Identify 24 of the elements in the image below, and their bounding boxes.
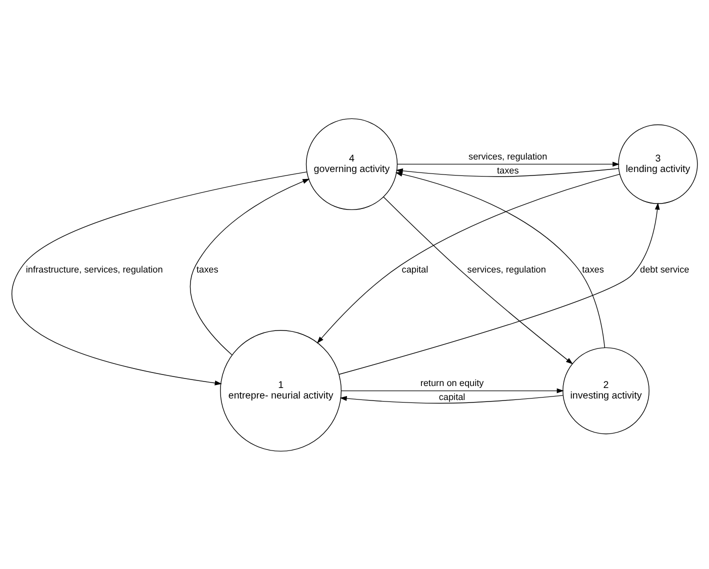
node-circle: 3 lending activity (618, 124, 698, 204)
edge-label: taxes (196, 264, 218, 274)
edge-label: services, regulation (467, 264, 546, 274)
arrow (395, 171, 606, 348)
arrow (12, 171, 308, 385)
edge-label: debt service (640, 264, 690, 274)
arrow (190, 178, 310, 355)
edge-label: capital (438, 392, 466, 402)
edge-label: services, regulation (468, 151, 548, 162)
edge-label: taxes (496, 165, 519, 176)
edge-label: capital (402, 264, 428, 274)
edge-label: infrastructure, services, regulation (26, 264, 163, 274)
node-circle: 2 investing activity (562, 346, 650, 434)
arrow (396, 161, 620, 166)
arrow (340, 388, 564, 393)
edge-label: return on equity (420, 378, 484, 388)
node-circle: 1 entrepre- neurial activity (220, 330, 342, 452)
arrow (338, 202, 660, 374)
edge-label: taxes (582, 264, 604, 274)
arrow (383, 196, 573, 364)
arrow (340, 394, 564, 404)
arrow (396, 168, 619, 176)
arrow (316, 173, 620, 344)
node-circle: 4 governing activity (306, 118, 398, 210)
